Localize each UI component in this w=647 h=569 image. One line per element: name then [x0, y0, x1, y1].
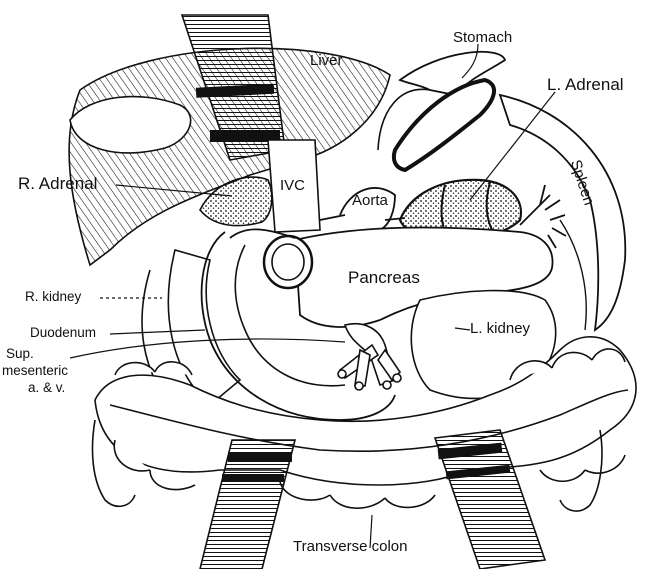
label-pancreas: Pancreas [348, 269, 420, 287]
label-r-adrenal: R. Adrenal [18, 175, 97, 193]
label-stomach: Stomach [453, 30, 512, 46]
label-transverse-colon: Transverse colon [293, 539, 408, 555]
label-l-kidney: L. kidney [470, 321, 530, 337]
label-aorta: Aorta [352, 193, 388, 209]
sup-mesenteric-vessels [338, 324, 401, 390]
label-sup-mesenteric-line2: mesenteric [2, 364, 68, 378]
label-sup-mesenteric-line1: Sup. [6, 347, 34, 361]
stomach-shape [378, 52, 505, 170]
label-sup-mesenteric-line3: a. & v. [28, 381, 65, 395]
label-l-adrenal: L. Adrenal [547, 76, 624, 94]
label-ivc: IVC [280, 178, 305, 194]
label-liver: Liver [310, 53, 343, 69]
label-r-kidney: R. kidney [25, 290, 81, 304]
label-duodenum: Duodenum [30, 326, 96, 340]
